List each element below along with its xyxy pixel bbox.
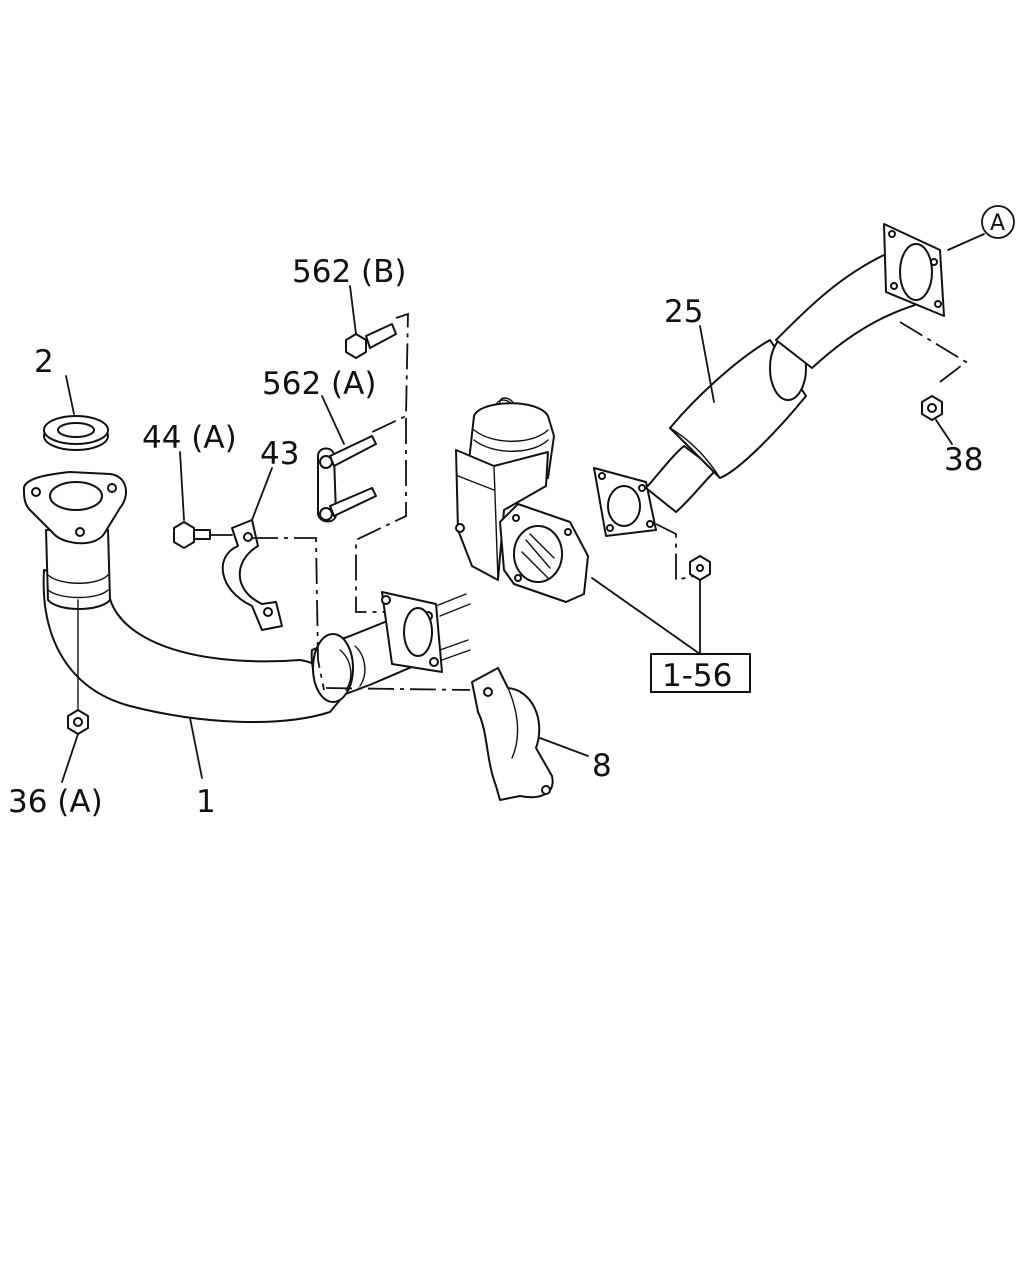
callout-2: 2 xyxy=(34,344,54,380)
part-43-bracket xyxy=(221,519,283,631)
circle-tag-a-label: A xyxy=(990,211,1005,236)
phantom-lines xyxy=(252,312,968,691)
callout-38: 38 xyxy=(944,442,983,478)
callout-8: 8 xyxy=(592,748,612,784)
part-562b-bolt xyxy=(345,323,397,359)
reference-label-1-56: 1-56 xyxy=(662,658,732,694)
part-1-front-pipe xyxy=(23,471,471,723)
callout-25: 25 xyxy=(664,294,703,330)
callout-562a: 562 (A) xyxy=(262,366,376,402)
part-25-rear-pipe xyxy=(645,223,945,513)
part-8-heat-shield xyxy=(471,667,554,801)
turbo-housing xyxy=(455,397,555,581)
callout-562b: 562 (B) xyxy=(292,254,406,290)
part-2-gasket xyxy=(43,415,109,451)
flange-nut xyxy=(689,555,711,581)
callout-36a: 36 (A) xyxy=(8,784,103,820)
part-44a-bolt xyxy=(173,521,233,549)
leader-lines xyxy=(61,233,985,783)
part-562a-bolts xyxy=(317,435,377,523)
part-38-nut xyxy=(921,395,943,421)
callout-1: 1 xyxy=(196,784,216,820)
callout-44a: 44 (A) xyxy=(142,420,237,456)
callout-labels: 2 44 (A) 43 562 (B) 562 (A) 25 38 8 1 36… xyxy=(8,205,1015,820)
turbo-outlet-flange xyxy=(499,503,589,603)
square-gasket xyxy=(593,467,657,537)
callout-43: 43 xyxy=(260,436,299,472)
part-36a-nut xyxy=(67,599,89,735)
circle-tag-a xyxy=(981,205,1015,239)
reference-box-1-56 xyxy=(650,653,751,693)
